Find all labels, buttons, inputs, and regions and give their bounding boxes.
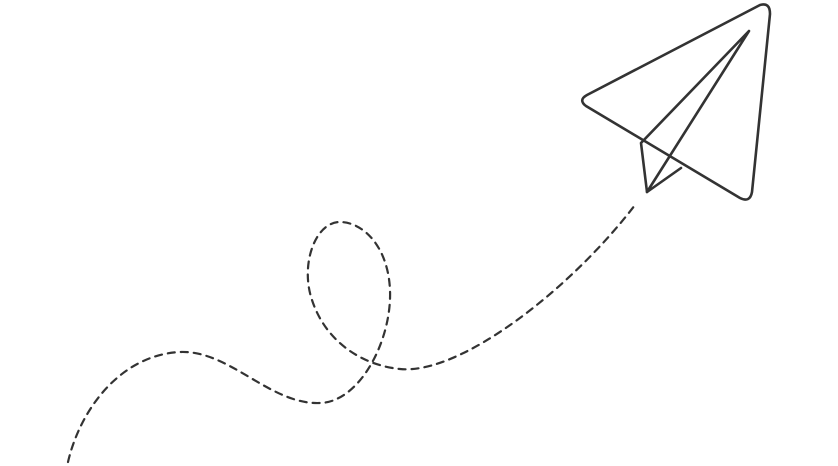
dashed-flight-trail: [66, 203, 637, 464]
plane-inner-fold: [639, 29, 751, 194]
paper-plane-icon: [580, 3, 772, 201]
plane-outer-wing: [580, 3, 772, 201]
plane-fold-line: [645, 166, 683, 194]
